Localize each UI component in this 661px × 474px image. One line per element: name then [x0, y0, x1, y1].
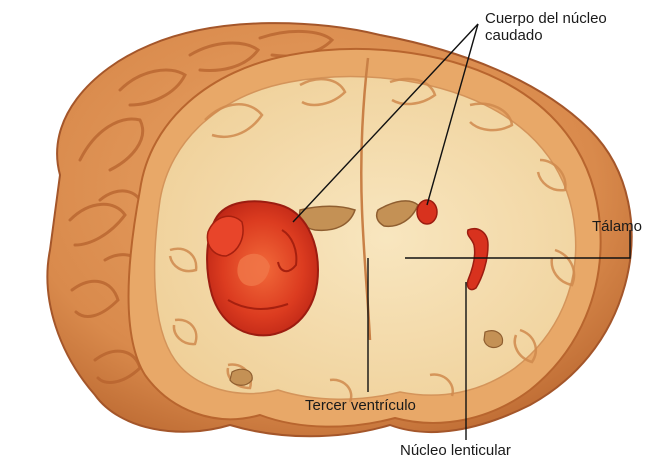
label-thalamus: Tálamo: [592, 218, 642, 235]
label-caudate-body: Cuerpo del núcleo caudado: [485, 10, 607, 44]
label-caudate-line2: caudado: [485, 27, 607, 44]
label-caudate-line1: Cuerpo del núcleo: [485, 10, 607, 27]
label-third-ventricle: Tercer ventrículo: [305, 397, 416, 414]
temporal-horn-right: [484, 331, 503, 348]
temporal-horn-left: [230, 369, 252, 385]
highlighted-structures-left: [207, 201, 318, 335]
label-lenticular-nucleus: Núcleo lenticular: [400, 442, 511, 459]
